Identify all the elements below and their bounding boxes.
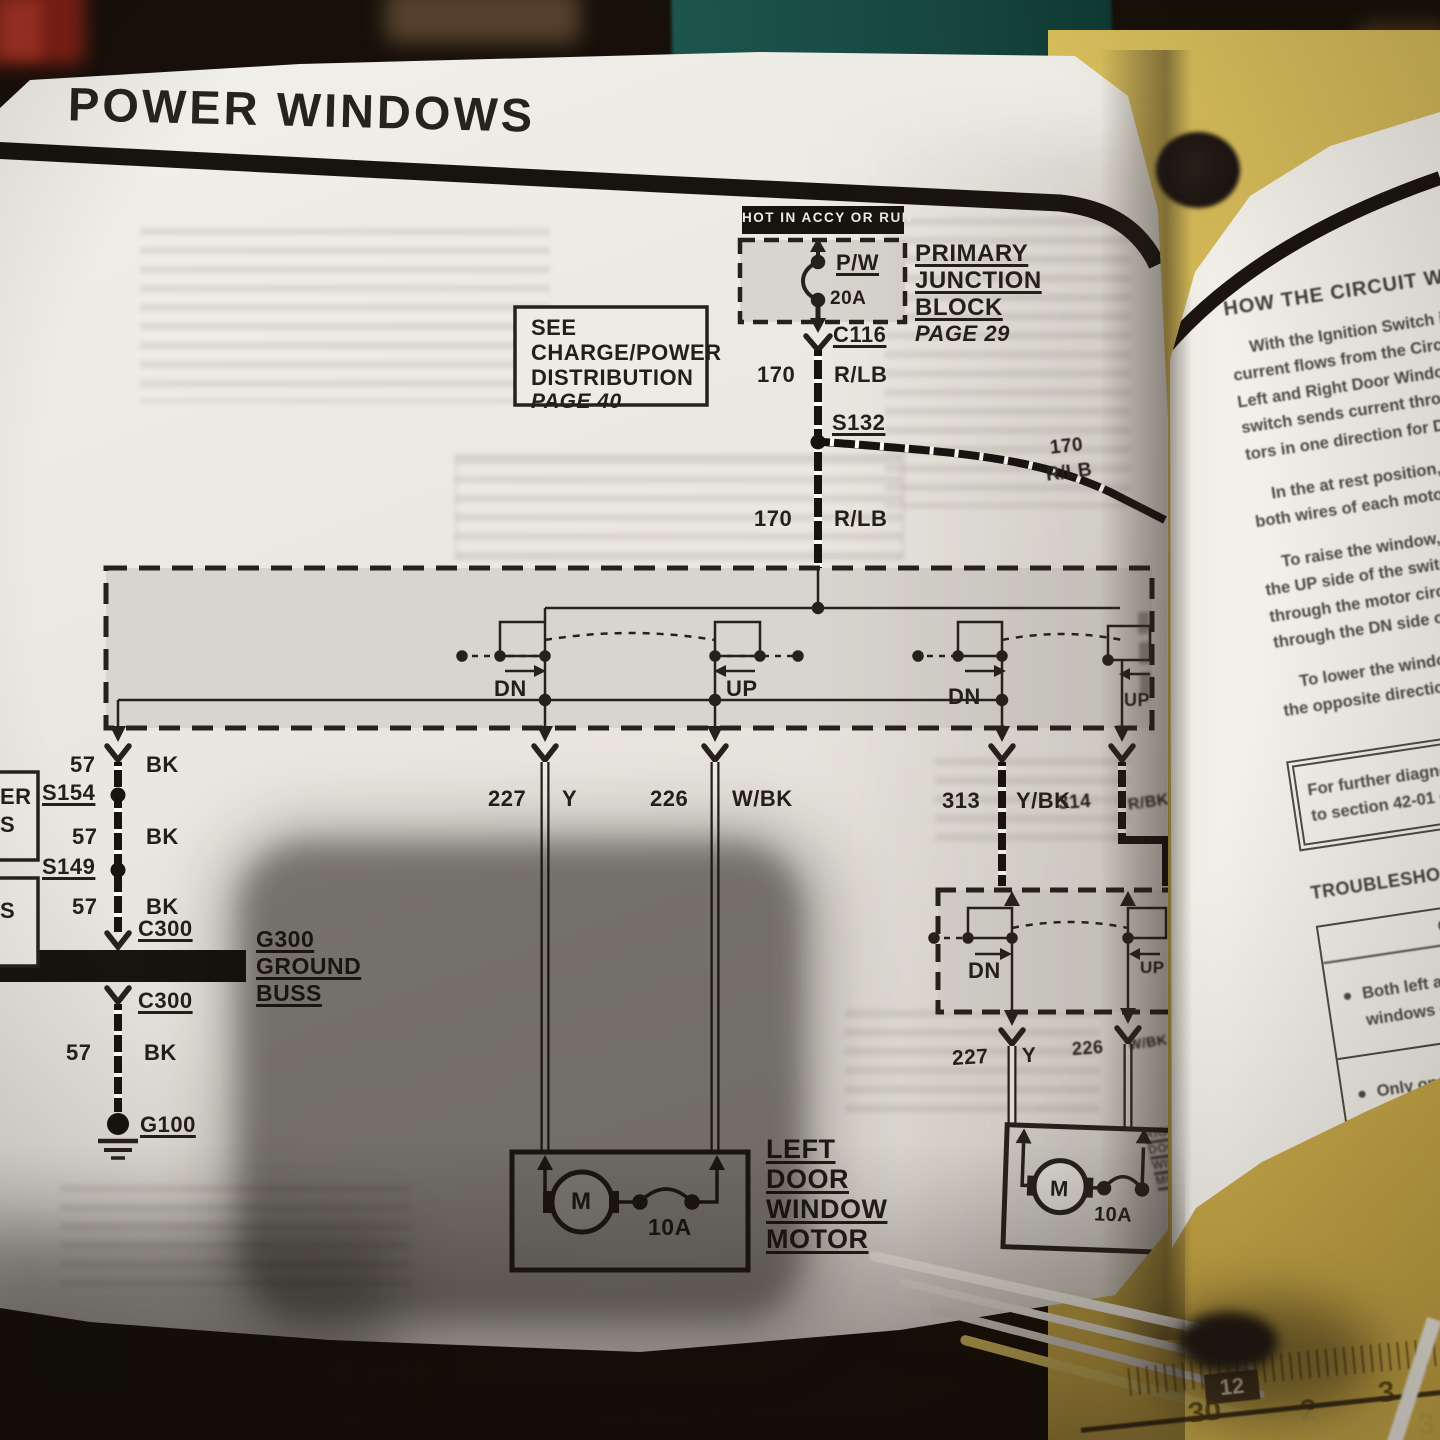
left-motor-label-line: MOTOR bbox=[766, 1224, 869, 1254]
splice-s154-label: S154 bbox=[42, 780, 96, 805]
connector-c300-top: C300 bbox=[138, 916, 193, 941]
wire-number: 57 bbox=[72, 894, 98, 919]
right-window-switch-box bbox=[935, 887, 1168, 1015]
wire-number: 57 bbox=[72, 824, 98, 849]
main-box-exit-connectors bbox=[104, 726, 1136, 765]
fuse-rating: 20A bbox=[830, 288, 867, 309]
connector-c300-bottom: C300 bbox=[138, 988, 193, 1013]
motor-symbol-left: M bbox=[571, 1188, 592, 1215]
bullet-icon: ● bbox=[1341, 986, 1354, 1006]
right-switch-internals bbox=[928, 891, 1168, 1012]
wire-number: 313 bbox=[942, 788, 981, 813]
left-motor-wires bbox=[540, 762, 720, 1156]
see-box-page-ref: PAGE 40 bbox=[531, 390, 622, 413]
partial-box1-text: ER bbox=[0, 784, 32, 809]
wire-color: W/BK bbox=[732, 786, 793, 811]
connector-c116: C116 bbox=[833, 322, 887, 347]
right-page-header-rule bbox=[1170, 171, 1440, 357]
left-motor-label-line: WINDOW bbox=[766, 1194, 888, 1224]
switch-up2-label: UP bbox=[1124, 690, 1151, 710]
wire-number: 227 bbox=[488, 786, 527, 811]
ground-buss-line: BUSS bbox=[256, 980, 322, 1006]
wire-color: Y/BK bbox=[1016, 788, 1071, 813]
switch-dn3-label: DN bbox=[968, 958, 1001, 983]
splice-s132-label: S132 bbox=[832, 410, 886, 435]
pjb-label-line: JUNCTION bbox=[915, 267, 1042, 294]
wire-color: R/LB bbox=[834, 362, 888, 387]
pjb-label-line: BLOCK bbox=[915, 294, 1003, 321]
breaker-rating-left: 10A bbox=[648, 1214, 692, 1240]
ground-g100-label: G100 bbox=[140, 1112, 196, 1137]
fuse-name: P/W bbox=[836, 250, 880, 275]
pjb-label-line: PRIMARY bbox=[915, 240, 1029, 267]
see-box-line: DISTRIBUTION bbox=[531, 365, 694, 390]
ground-chain-wires bbox=[0, 762, 246, 1160]
see-box-line: SEE bbox=[531, 315, 577, 340]
see-box-line: CHARGE/POWER bbox=[531, 340, 722, 365]
master-switch-internals bbox=[116, 568, 1152, 728]
wire-color: BK bbox=[146, 824, 179, 849]
right-switch-wires bbox=[998, 762, 1168, 886]
partial-component-box-1 bbox=[0, 770, 40, 862]
fuse-box bbox=[737, 237, 908, 325]
background-brown-object bbox=[385, 0, 580, 43]
wire-number: 170 bbox=[754, 506, 793, 531]
right-motor-wires bbox=[1007, 1044, 1133, 1132]
wire-color: R/LB bbox=[834, 506, 888, 531]
wire-color: BK bbox=[144, 1040, 177, 1065]
wire-number: 227 bbox=[951, 1045, 990, 1070]
wire-number: 170 bbox=[1048, 434, 1085, 459]
splice-s149-label: S149 bbox=[42, 854, 96, 879]
right-motor-internals bbox=[1015, 1128, 1152, 1216]
wire-number: 314 bbox=[1057, 790, 1092, 815]
binder-hole bbox=[1156, 132, 1240, 208]
breaker-rating-right: 10A bbox=[1093, 1203, 1133, 1227]
partial-box1-text: S bbox=[0, 812, 16, 837]
switch-dn1-label: DN bbox=[494, 676, 527, 701]
rotated-label-illegible bbox=[1138, 612, 1149, 634]
switch-dn2-label: DN bbox=[948, 684, 981, 709]
left-motor-label-line: LEFT bbox=[766, 1134, 836, 1164]
rotated-label-illegible bbox=[1139, 642, 1150, 664]
splice-s132 bbox=[810, 434, 826, 450]
wire-color: BK bbox=[146, 894, 179, 919]
dark-object-on-ruler bbox=[1178, 1312, 1278, 1372]
ground-buss-line: G300 bbox=[256, 926, 315, 952]
header-rule bbox=[0, 141, 1165, 269]
hot-feed-label: HOT IN ACCY OR RUN bbox=[742, 210, 914, 225]
master-window-switch-box bbox=[103, 565, 1155, 731]
switch-up3-label: UP bbox=[1140, 958, 1165, 977]
wire-color: Y bbox=[1021, 1043, 1038, 1068]
wire-number: 170 bbox=[757, 362, 796, 387]
pjb-page-ref: PAGE 29 bbox=[915, 321, 1010, 346]
left-motor-label-line: DOOR bbox=[766, 1164, 849, 1194]
left-motor-internals bbox=[537, 1155, 725, 1235]
wire-color: Y bbox=[562, 786, 578, 811]
rotated-label-illegible bbox=[1140, 672, 1151, 694]
ruler-number: 12 bbox=[1218, 1372, 1246, 1401]
switch-up1-label: UP bbox=[726, 676, 758, 701]
hot-box bbox=[742, 206, 904, 234]
partial-box2-text: S bbox=[0, 898, 16, 923]
background-red-object-2 bbox=[0, 0, 42, 58]
partial-component-box-2 bbox=[0, 876, 40, 968]
wire-number: 57 bbox=[70, 752, 96, 777]
wire-number: 226 bbox=[650, 786, 689, 811]
motor-symbol-right: M bbox=[1049, 1175, 1070, 1202]
ground-buss-line: GROUND bbox=[256, 953, 362, 979]
see-note-box bbox=[513, 305, 709, 407]
right-box-exit-connectors bbox=[998, 1008, 1142, 1049]
wire-color: BK bbox=[146, 752, 179, 777]
wire-number: 57 bbox=[66, 1040, 92, 1065]
wire-number: 226 bbox=[1071, 1036, 1105, 1060]
